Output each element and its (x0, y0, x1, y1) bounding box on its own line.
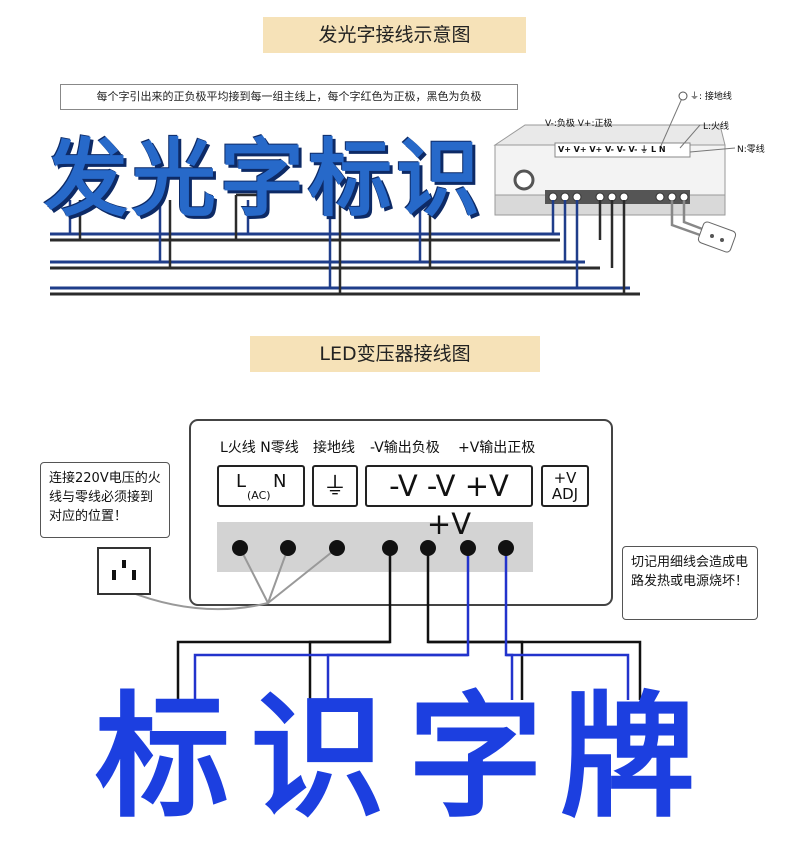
wiring-note: 每个字引出来的正负极平均接到每一组主线上，每个字红色为正极，黑色为负极 (60, 84, 518, 110)
terminal-ac: (AC) (247, 489, 271, 502)
label-live-neutral: L火线 N零线 (220, 440, 299, 456)
label-negative: -V输出负极 (370, 440, 440, 456)
main-wires (50, 232, 640, 296)
psu-label-ground: ⏚: 接地线 (690, 92, 732, 102)
label-positive: +V输出正极 (458, 440, 536, 456)
letter-drops (68, 193, 432, 294)
terminal-screws (232, 540, 514, 556)
terminal-output-box: -V -V +V +V (365, 465, 533, 541)
terminal-block (217, 522, 533, 572)
terminal-adj-top: +V (553, 469, 577, 487)
terminal-n: N (273, 471, 287, 492)
psu-terminal-strip: V+ V+ V+ V- V- V- ⏚ L N (558, 145, 666, 154)
section-title-bottom: LED变压器接线图 (250, 336, 540, 372)
plug-icon (697, 221, 737, 253)
note-left: 连接220V电压的火线与零线必须接到对应的位置！ (40, 462, 170, 538)
label-ground: 接地线 (313, 440, 355, 456)
note-right: 切记用细线会造成电路发热或电源烧坏！ (622, 546, 758, 620)
psu-label-neg-pos: V-:负极 V+:正极 (545, 119, 613, 129)
terminal-neg: -V -V (389, 469, 456, 503)
negative-wires (176, 548, 642, 700)
psu-box (493, 124, 726, 216)
sign-text-top: 发光字标识 (44, 130, 485, 228)
ground-icon (678, 91, 688, 101)
psu-label-neutral: N:零线 (737, 145, 765, 155)
sign-char-1: 标 (95, 679, 230, 836)
terminal-adj-bottom: ADJ (551, 485, 579, 503)
sign-char-3: 字 (408, 679, 543, 836)
ground-symbol-icon: ⏚ (312, 465, 358, 507)
positive-wires (193, 548, 630, 700)
sign-char-4: 牌 (560, 679, 695, 836)
terminal-ln-box: L N (AC) (217, 465, 305, 507)
power-socket-icon (97, 547, 151, 595)
terminal-l: L (236, 471, 247, 492)
section-title-top: 发光字接线示意图 (263, 17, 526, 53)
sign-char-2: 识 (250, 679, 385, 836)
psu-label-live: L:火线 (703, 122, 730, 132)
terminal-adj-box: +V ADJ (541, 465, 589, 507)
terminal-pos: +V +V (426, 469, 509, 541)
